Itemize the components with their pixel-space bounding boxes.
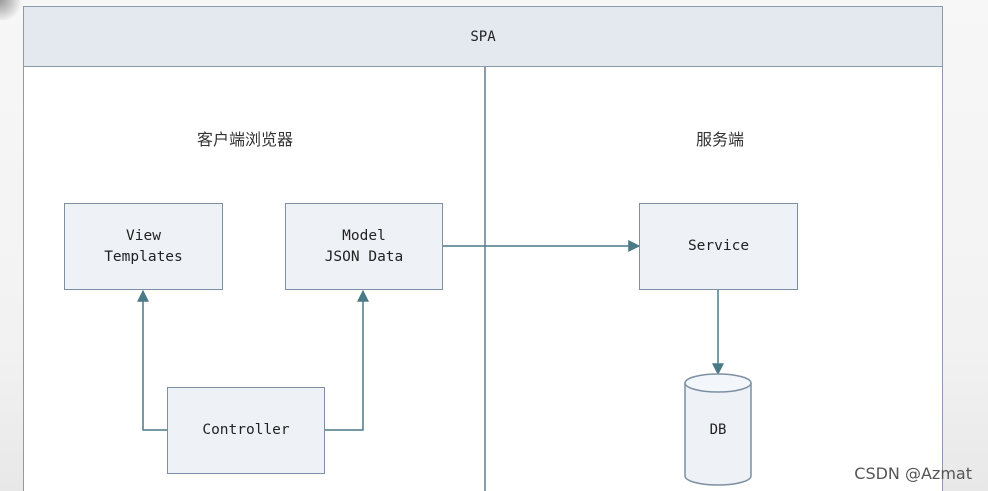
controller-box: Controller xyxy=(167,387,325,474)
controller-label: Controller xyxy=(202,422,290,438)
watermark: CSDN @Azmat xyxy=(854,464,972,483)
corner-shadow xyxy=(0,0,22,20)
view-templates-box: View Templates xyxy=(64,203,223,290)
view-templates-line1: View xyxy=(126,227,161,244)
db-label: DB xyxy=(709,422,727,438)
spa-title: SPA xyxy=(470,28,496,45)
service-box: Service xyxy=(639,203,798,290)
service-label: Service xyxy=(687,238,750,254)
model-line2: JSON Data xyxy=(324,248,404,265)
model-json-box: Model JSON Data xyxy=(285,203,443,290)
client-server-divider xyxy=(484,67,486,491)
view-templates-line2: Templates xyxy=(104,248,183,265)
spa-header: SPA xyxy=(24,7,942,67)
model-line1: Model xyxy=(342,227,386,244)
client-browser-title: 客户端浏览器 xyxy=(196,130,293,149)
server-title: 服务端 xyxy=(695,130,744,149)
